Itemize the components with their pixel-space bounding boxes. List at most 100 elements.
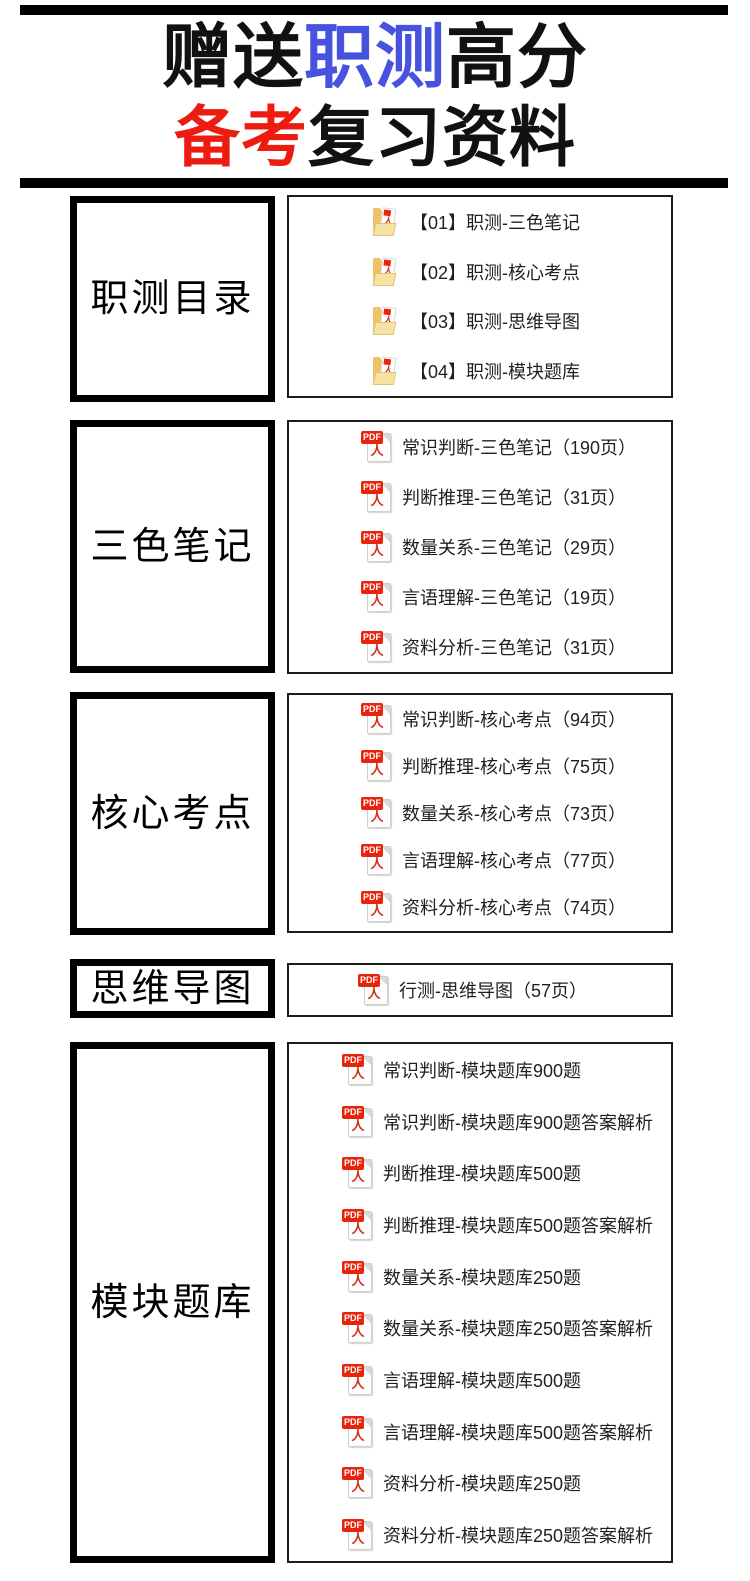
section-core-points-label-box: 核心考点 <box>70 692 275 935</box>
file-item-label: 常识判断-核心考点（94页） <box>402 709 627 730</box>
section-label: 职测目录 <box>90 278 255 320</box>
file-item: 人 【04】职测-模块题库 <box>372 356 671 386</box>
title-segment-highlight-red: 备考 <box>174 100 308 174</box>
file-item-label: 言语理解-模块题库500题 <box>383 1370 582 1391</box>
section-label: 模块题库 <box>90 1281 255 1324</box>
file-item-label: 资料分析-三色笔记（31页） <box>402 638 627 658</box>
file-item-label: 【01】职测-三色笔记 <box>410 212 581 233</box>
title-segment: 复习资料 <box>308 100 576 174</box>
file-item: 人 【01】职测-三色笔记 <box>372 207 671 237</box>
title-line-2: 备考复习资料 <box>0 100 750 174</box>
file-item-label: 言语理解-三色笔记（19页） <box>402 588 627 608</box>
file-item-label: 数量关系-核心考点（73页） <box>402 803 627 824</box>
file-item: 人 【02】职测-核心考点 <box>372 256 671 287</box>
section-label: 核心考点 <box>90 792 255 835</box>
page-title: 赠送职测高分 备考复习资料 <box>0 14 750 174</box>
header-divider-bar <box>20 178 728 188</box>
file-item-label: 言语理解-模块题库500题答案解析 <box>383 1422 654 1443</box>
section-label: 三色笔记 <box>90 525 255 568</box>
section-three-color-notes-label-box: 三色笔记 <box>70 420 275 673</box>
title-segment: 高分 <box>446 18 588 96</box>
file-item-label: 判断推理-模块题库500题答案解析 <box>383 1215 654 1236</box>
folder-pdf-icon: 人 <box>372 306 399 336</box>
file-item-label: 判断推理-三色笔记（31页） <box>402 488 627 508</box>
file-item-label: 【03】职测-思维导图 <box>410 312 581 333</box>
file-item-label: 言语理解-核心考点（77页） <box>402 851 627 872</box>
top-divider-bar <box>20 5 728 15</box>
title-line-1: 赠送职测高分 <box>0 14 750 100</box>
file-item-label: 【04】职测-模块题库 <box>410 362 581 383</box>
folder-pdf-icon: 人 <box>372 207 399 237</box>
file-item-label: 判断推理-模块题库500题 <box>383 1164 582 1185</box>
file-item-label: 资料分析-核心考点（74页） <box>402 898 627 919</box>
file-item-label: 常识判断-三色笔记（190页） <box>402 438 637 458</box>
section-mind-map-label-box: 思维导图 <box>70 959 275 1018</box>
file-item-label: 资料分析-模块题库250题答案解析 <box>383 1526 654 1547</box>
section-label: 思维导图 <box>90 967 255 1010</box>
file-item-label: 常识判断-模块题库900题 <box>383 1060 582 1081</box>
section-directory-items-box: 人 【01】职测-三色笔记 人 【02】职测-核心考点 人 【03】职测-思维导… <box>287 195 673 398</box>
file-item-label: 资料分析-模块题库250题 <box>383 1474 582 1495</box>
file-item-label: 数量关系-三色笔记（29页） <box>402 538 627 558</box>
title-segment: 赠送 <box>162 18 304 96</box>
file-item-label: 数量关系-模块题库250题答案解析 <box>383 1319 654 1340</box>
file-item-label: 行测-思维导图（57页） <box>399 981 588 1001</box>
file-item: 人 【03】职测-思维导图 <box>372 306 671 336</box>
file-item-label: 常识判断-模块题库900题答案解析 <box>383 1112 654 1133</box>
section-directory-label-box: 职测目录 <box>70 196 275 402</box>
title-segment-highlight-blue: 职测 <box>304 18 446 96</box>
file-item-label: 数量关系-模块题库250题 <box>383 1267 582 1288</box>
folder-pdf-icon: 人 <box>372 356 399 386</box>
file-item-label: 判断推理-核心考点（75页） <box>402 756 627 777</box>
file-item-label: 【02】职测-核心考点 <box>410 262 581 283</box>
section-question-bank-label-box: 模块题库 <box>70 1042 275 1563</box>
